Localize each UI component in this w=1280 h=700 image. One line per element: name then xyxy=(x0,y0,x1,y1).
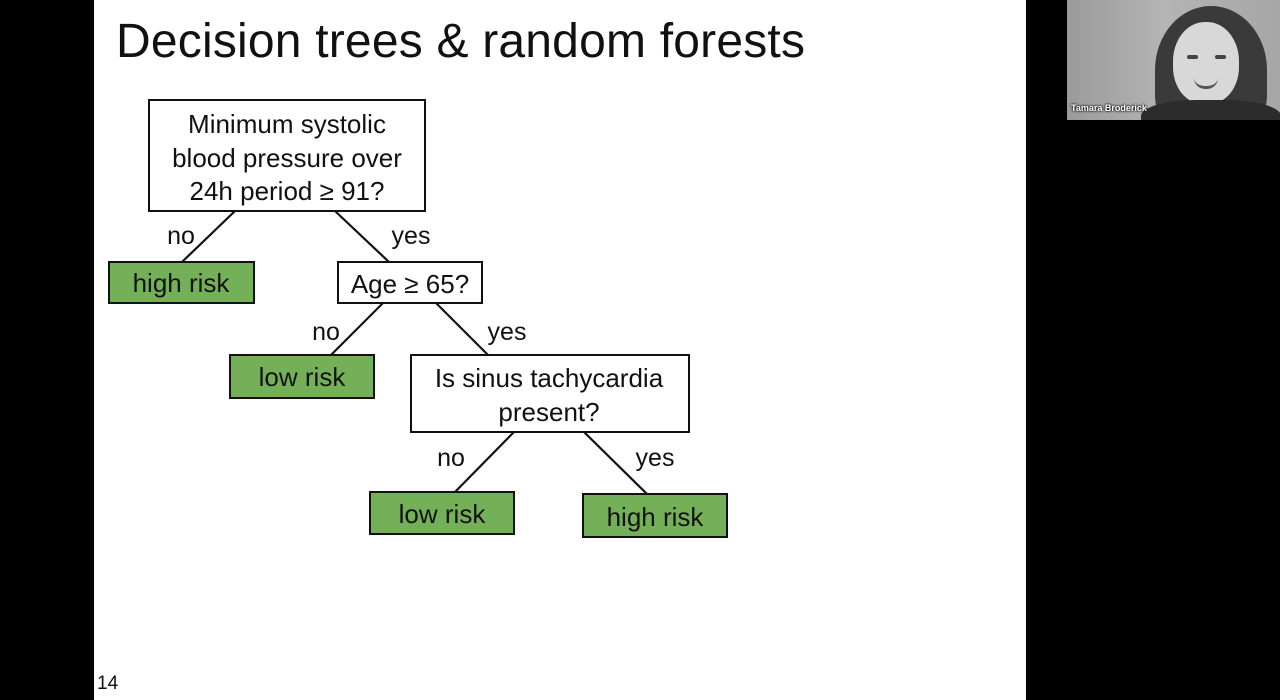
leaf-box xyxy=(108,261,255,304)
edge-root-yes xyxy=(334,210,390,263)
page-number: 14 xyxy=(97,673,119,694)
edge-sinus-no xyxy=(454,431,515,493)
slide: Decision trees & random forests Minimum … xyxy=(94,0,1026,700)
participant-shoulders xyxy=(1141,100,1280,120)
participant-name-label: Tamara Broderick xyxy=(1071,103,1147,113)
leaf-label: low risk xyxy=(399,499,487,529)
leaf-node-low-risk: low risk xyxy=(229,354,375,399)
edge-age-no xyxy=(330,302,384,356)
decision-node-systolic-bp: Minimum systolic blood pressure over 24h… xyxy=(148,99,426,212)
participant-eye xyxy=(1187,55,1198,59)
decision-node-age: Age ≥ 65? xyxy=(337,261,483,304)
node-line: Minimum systolic xyxy=(188,109,386,139)
participant-face xyxy=(1173,22,1239,104)
node-box xyxy=(148,99,426,212)
edge-label-yes: yes xyxy=(392,222,431,250)
leaf-box xyxy=(369,491,515,535)
node-box xyxy=(410,354,690,433)
leaf-label: high risk xyxy=(133,268,231,298)
leaf-label: high risk xyxy=(607,502,705,532)
leaf-box xyxy=(229,354,375,399)
participant-smile xyxy=(1194,78,1218,89)
node-line: 24h period ≥ 91? xyxy=(190,176,385,206)
edge-sinus-yes xyxy=(583,431,648,495)
edge-label-yes: yes xyxy=(636,444,675,472)
edge-label-yes: yes xyxy=(488,318,527,346)
leaf-node-low-risk: low risk xyxy=(369,491,515,535)
decision-node-sinus-tachycardia: Is sinus tachycardia present? xyxy=(410,354,690,433)
edge-root-no xyxy=(181,210,236,263)
edge-label-no: no xyxy=(312,318,340,346)
decision-tree-diagram: Minimum systolic blood pressure over 24h… xyxy=(108,99,728,538)
leaf-node-high-risk: high risk xyxy=(582,493,728,538)
leaf-box xyxy=(582,493,728,538)
node-line: blood pressure over xyxy=(172,143,402,173)
edge-age-yes xyxy=(435,302,489,356)
node-line: Age ≥ 65? xyxy=(351,269,469,299)
node-line: present? xyxy=(498,397,599,427)
edge-label-no: no xyxy=(167,222,195,250)
webcam-video-tile[interactable]: Tamara Broderick xyxy=(1067,0,1280,120)
slide-title: Decision trees & random forests xyxy=(116,15,806,68)
node-line: Is sinus tachycardia xyxy=(435,363,664,393)
edge-label-no: no xyxy=(437,444,465,472)
leaf-node-high-risk: high risk xyxy=(108,261,255,304)
node-box xyxy=(337,261,483,304)
leaf-label: low risk xyxy=(259,362,347,392)
participant-eye xyxy=(1215,55,1226,59)
